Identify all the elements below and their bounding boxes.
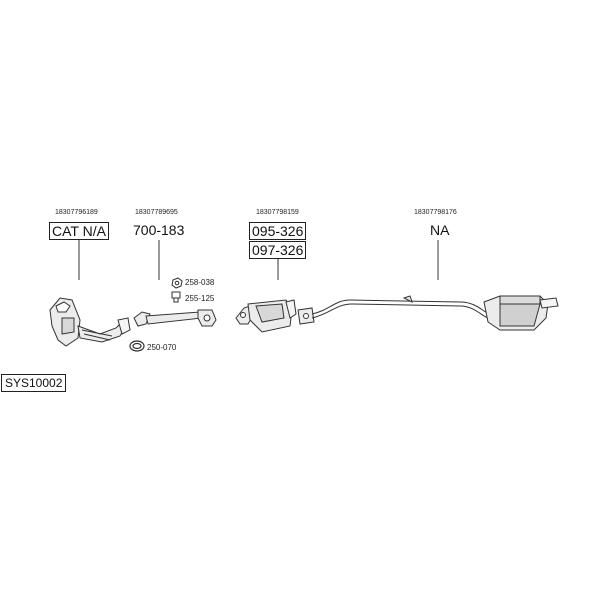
- fitting-label-nut[interactable]: 258-038: [185, 278, 215, 287]
- front-pipe-part[interactable]: [133, 309, 217, 327]
- catalyst-part[interactable]: [49, 297, 131, 347]
- part-code-center-box-1[interactable]: 095-326: [249, 222, 307, 240]
- part-code-front-pipe[interactable]: 700-183: [133, 222, 185, 238]
- part-code-center-box-2[interactable]: 097-326: [249, 241, 307, 259]
- system-code: SYS10002: [1, 374, 67, 392]
- rear-pipe-part[interactable]: [311, 295, 495, 321]
- bolt-icon[interactable]: [171, 291, 181, 303]
- flange-part[interactable]: [297, 307, 315, 325]
- oem-number-rear-box: 18307798176: [414, 209, 457, 216]
- fitting-label-bolt[interactable]: 255-125: [185, 294, 215, 303]
- part-code-catalyst[interactable]: CAT N/A: [49, 222, 109, 240]
- part-code-rear-box[interactable]: NA: [430, 222, 450, 238]
- oem-number-front-pipe: 18307789695: [135, 209, 178, 216]
- oem-number-center-box: 18307798159: [256, 209, 299, 216]
- clamp-ring-icon[interactable]: [129, 340, 145, 352]
- nut-icon[interactable]: [171, 277, 183, 289]
- fitting-label-clamp[interactable]: 250-070: [147, 343, 177, 352]
- oem-number-catalyst: 18307796189: [55, 209, 98, 216]
- rear-silencer-part[interactable]: [483, 295, 559, 331]
- center-box-part[interactable]: [235, 299, 297, 333]
